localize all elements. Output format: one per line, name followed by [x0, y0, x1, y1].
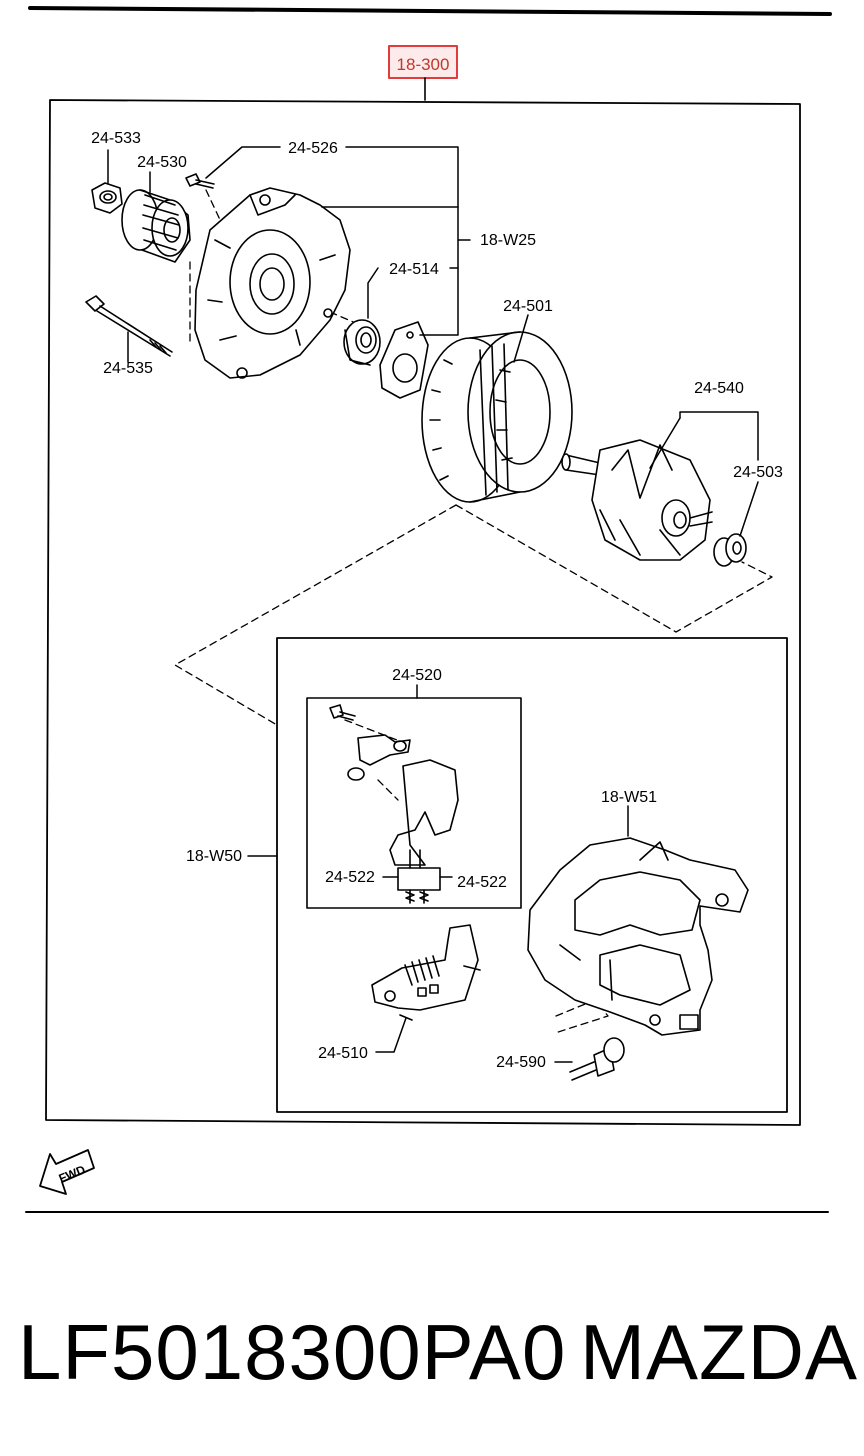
callout-labels: 24-533 24-530 24-526 18-W25 24-514 24-53… [91, 130, 783, 1071]
front-bearing-part [343, 319, 381, 366]
assembly-code-box [388, 45, 458, 79]
callout-24-522-right[interactable]: 24-522 [457, 874, 507, 891]
pulley-nut-part [91, 182, 123, 214]
callout-24-535[interactable]: 24-535 [103, 360, 153, 377]
rotor-part [561, 439, 713, 561]
rear-housing-part [527, 837, 749, 1036]
footer: LF5018300PA0 MAZDA [0, 1302, 864, 1412]
callout-24-510[interactable]: 24-510 [318, 1045, 368, 1062]
through-bolt-part [85, 295, 173, 357]
callout-24-522-left[interactable]: 24-522 [325, 869, 375, 886]
outer-frame [45, 99, 801, 1126]
rectifier-part [371, 924, 481, 1021]
assembly-code-label[interactable]: 18-300 [397, 55, 450, 74]
stator-part [421, 331, 573, 503]
callout-24-526[interactable]: 24-526 [288, 140, 338, 157]
alternator-exploded-diagram: 18-300 [25, 6, 832, 1213]
top-rule [28, 6, 832, 16]
callout-24-503[interactable]: 24-503 [733, 464, 783, 481]
front-housing-part [194, 187, 351, 379]
callout-24-520[interactable]: 24-520 [392, 667, 442, 684]
callout-24-501[interactable]: 24-501 [503, 298, 553, 315]
callout-24-540[interactable]: 24-540 [694, 380, 744, 397]
rear-bearing-part [713, 533, 747, 567]
callout-24-590[interactable]: 24-590 [496, 1054, 546, 1071]
callout-24-533[interactable]: 24-533 [91, 130, 141, 147]
callout-18-W51[interactable]: 18-W51 [601, 789, 657, 806]
fwd-arrow-icon: FWD [39, 1149, 95, 1195]
callout-18-W25[interactable]: 18-W25 [480, 232, 536, 249]
front-bolt-part [185, 173, 215, 189]
terminal-bolt-part [569, 1037, 625, 1081]
pulley-part [121, 189, 191, 263]
brush-holder-part [329, 704, 459, 904]
brand-name: MAZDA [580, 1308, 858, 1396]
callout-24-514[interactable]: 24-514 [389, 261, 439, 278]
callout-24-530[interactable]: 24-530 [137, 154, 187, 171]
part-number: LF5018300PA0 [18, 1308, 567, 1396]
leader-lines [107, 146, 759, 1063]
inner-frame-rear-housing [276, 637, 788, 1113]
brush-holder-box [306, 697, 522, 909]
callout-18-W50[interactable]: 18-W50 [186, 848, 242, 865]
retainer-plate-part [379, 321, 429, 399]
